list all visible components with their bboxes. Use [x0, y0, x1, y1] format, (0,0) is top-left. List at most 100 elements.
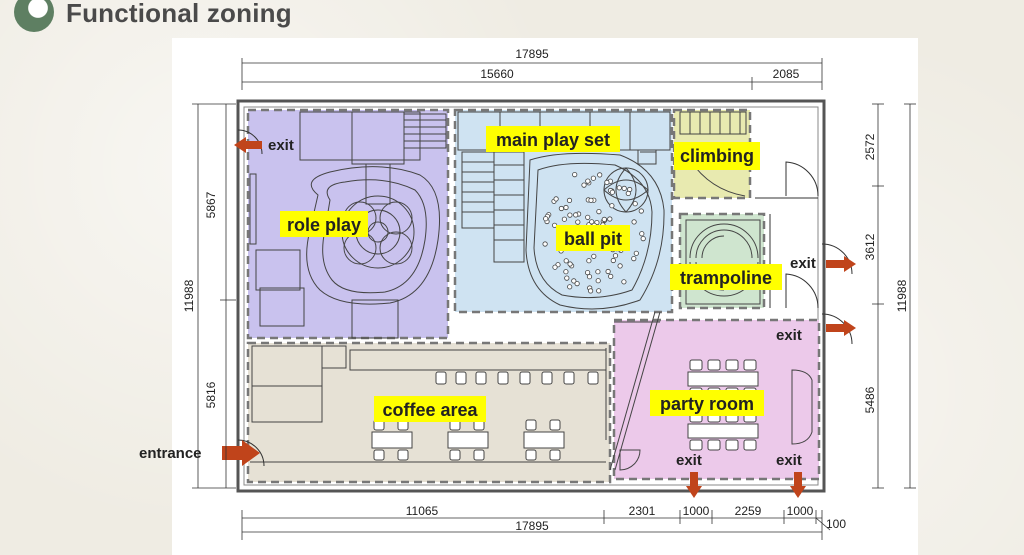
svg-text:15660: 15660: [480, 67, 514, 81]
ball: [588, 197, 594, 203]
dimension-lines: [192, 58, 916, 540]
ball: [639, 231, 645, 237]
ball: [572, 172, 578, 178]
ball: [566, 197, 573, 203]
exit-arrow-bottom-left: exit: [676, 452, 702, 498]
cafe-chair: [549, 419, 561, 431]
svg-text:party room: party room: [660, 394, 754, 414]
exit-arrow-top-left: exit: [234, 137, 294, 154]
ball: [609, 189, 616, 195]
dimension-labels: 17895 15660 2085 5867 5816 11988 2572 36…: [182, 47, 909, 533]
ball: [612, 253, 619, 259]
zone-label-party-room: party room: [650, 390, 764, 416]
ball: [561, 216, 568, 222]
ball: [632, 201, 638, 207]
svg-text:ball pit: ball pit: [564, 229, 622, 249]
ball: [573, 212, 579, 218]
party-chair: [689, 439, 703, 451]
svg-text:5486: 5486: [863, 386, 877, 413]
ball: [567, 212, 573, 218]
svg-text:5867: 5867: [204, 191, 218, 218]
party-chair: [725, 439, 739, 451]
bar-stool: [455, 371, 467, 385]
svg-text:17895: 17895: [515, 519, 549, 533]
ball: [595, 269, 601, 275]
exit-arrow-right-upper: exit: [790, 255, 856, 272]
svg-text:exit: exit: [776, 452, 802, 469]
cafe-chair: [373, 449, 385, 461]
ball: [617, 263, 623, 269]
ball: [625, 190, 631, 196]
corridor-doors: [755, 161, 853, 345]
svg-text:11988: 11988: [182, 279, 196, 312]
exit-arrow-bottom-right: exit: [776, 452, 806, 498]
ball: [571, 278, 577, 284]
svg-text:100: 100: [826, 517, 846, 531]
bar-stool: [519, 371, 531, 385]
svg-text:3612: 3612: [863, 233, 877, 260]
svg-text:1000: 1000: [683, 504, 710, 518]
bar-stool: [497, 371, 509, 385]
svg-text:2259: 2259: [735, 504, 762, 518]
svg-text:exit: exit: [776, 327, 802, 344]
ball: [595, 278, 601, 284]
svg-text:5816: 5816: [204, 381, 218, 408]
ball: [597, 172, 603, 178]
ball: [590, 175, 597, 181]
zone-label-role-play: role play: [280, 211, 368, 237]
ball: [586, 258, 592, 264]
ball: [609, 203, 615, 209]
ball: [567, 284, 573, 290]
zone-label-coffee-area: coffee area: [374, 396, 486, 422]
ball: [585, 214, 591, 220]
coffee-furniture: [250, 311, 661, 471]
ball: [586, 274, 593, 280]
ball: [543, 216, 549, 222]
svg-text:exit: exit: [790, 255, 816, 272]
ball: [589, 219, 595, 225]
bar-stool: [435, 371, 447, 385]
role-play-structure: [249, 111, 447, 339]
ball: [640, 236, 646, 242]
ball: [575, 219, 581, 225]
ball: [563, 204, 569, 211]
cafe-chair: [397, 449, 409, 461]
party-chair: [743, 359, 757, 371]
ball: [621, 279, 627, 285]
exit-arrow-right-lower: exit: [776, 320, 856, 344]
ball: [638, 208, 644, 214]
bar-stool: [541, 371, 553, 385]
cafe-chair: [525, 419, 537, 431]
ball: [631, 255, 637, 262]
bar-stool: [587, 371, 599, 385]
party-chair: [707, 439, 721, 451]
ball: [584, 269, 591, 276]
cafe-table: [523, 431, 565, 449]
ball: [616, 185, 622, 191]
svg-text:11065: 11065: [406, 504, 439, 518]
ball: [567, 261, 573, 267]
svg-text:trampoline: trampoline: [680, 268, 772, 288]
ball: [558, 205, 565, 212]
zone-label-climbing: climbing: [674, 142, 760, 170]
party-chair: [743, 439, 757, 451]
ball: [552, 264, 558, 270]
entrance-arrow: entrance: [139, 440, 260, 466]
zone-label-trampoline: trampoline: [670, 264, 782, 290]
svg-text:1000: 1000: [787, 504, 814, 518]
ball: [585, 178, 591, 184]
svg-text:exit: exit: [268, 137, 294, 154]
ball: [564, 275, 570, 281]
ball: [563, 258, 569, 264]
ball: [631, 219, 637, 225]
ball: [563, 269, 569, 275]
ball: [607, 216, 613, 222]
ball: [604, 179, 610, 185]
zone-label-main-play-set: main play set: [486, 126, 620, 152]
bullet-icon: [14, 0, 54, 32]
inner-wall-line: [243, 106, 819, 486]
svg-text:climbing: climbing: [680, 146, 754, 166]
header: Functional zoning: [0, 0, 1024, 36]
zone-label-ball-pit: ball pit: [556, 225, 630, 251]
